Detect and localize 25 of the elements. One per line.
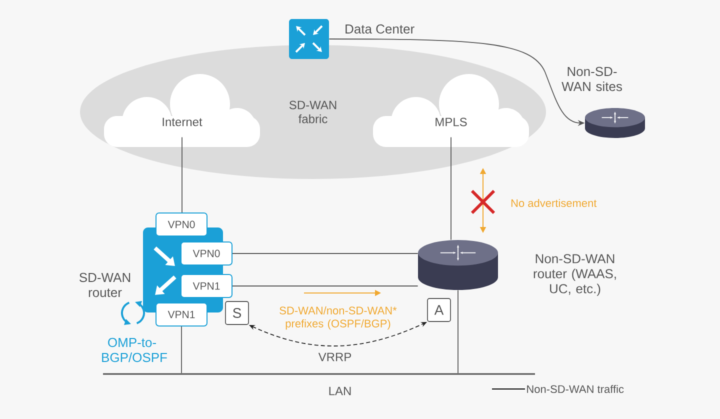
node-caption: Non-SD-WAN router (WAAS, UC, etc.) bbox=[534, 254, 616, 296]
legend-text: Non-SD-WAN traffic bbox=[527, 384, 624, 394]
connector bbox=[450, 136, 452, 240]
router-icon bbox=[418, 240, 498, 290]
node-caption: LAN bbox=[329, 386, 351, 396]
note-text: VRRP bbox=[318, 352, 352, 362]
connector bbox=[232, 253, 418, 254]
router-icon bbox=[585, 108, 645, 138]
lan-line bbox=[103, 373, 535, 375]
vpn-box: VPN0 bbox=[156, 212, 208, 236]
note-text: OMP-to-BGP/OSPF bbox=[102, 338, 167, 362]
note-text: No advertisement bbox=[511, 198, 597, 208]
node-caption: Non-SD-WAN sites bbox=[562, 66, 622, 92]
note-text: SD-WAN/non-SD-WAN* prefixes (OSPF/BGP) bbox=[280, 306, 397, 330]
letter-box: S bbox=[225, 301, 249, 325]
cloud: MPLS bbox=[373, 74, 529, 147]
vpn-box: VPN0 bbox=[180, 242, 232, 266]
node-caption: Data Center bbox=[346, 24, 414, 34]
cloud: Internet bbox=[104, 74, 260, 147]
vpn-box: VPN1 bbox=[156, 302, 208, 326]
connector bbox=[181, 326, 182, 374]
letter-box: A bbox=[427, 298, 451, 322]
data-center-icon bbox=[289, 19, 329, 59]
vpn-box: VPN1 bbox=[180, 274, 232, 298]
node-caption: SD-WAN router bbox=[79, 272, 130, 298]
